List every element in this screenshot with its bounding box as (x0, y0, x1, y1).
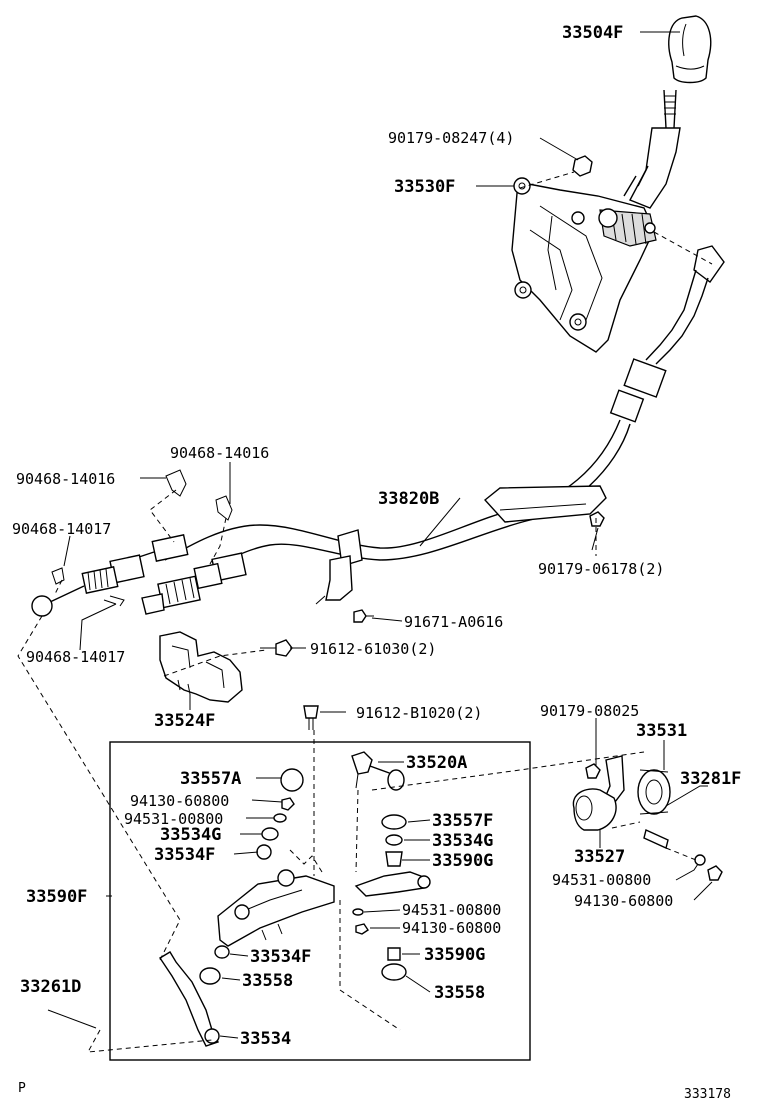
label-94531-00800-right: 94531-00800 (552, 871, 651, 889)
label-33504F: 33504F (562, 23, 623, 43)
label-90179-06178: 90179-06178(2) (538, 560, 664, 578)
shift-lever-sub-parts-drawing (572, 755, 723, 881)
shift-knob-drawing (668, 15, 712, 84)
label-33558-right: 33558 (434, 983, 485, 1003)
bracket-nut-drawing (572, 155, 593, 177)
label-91612-61030: 91612-61030(2) (310, 640, 436, 658)
label-90179-08025: 90179-08025 (540, 702, 639, 720)
label-33590G-lower: 33590G (424, 945, 485, 965)
label-33527: 33527 (574, 847, 625, 867)
leader-lines (47, 31, 713, 1039)
label-33531: 33531 (636, 721, 687, 741)
label-33590G-upper: 33590G (432, 851, 493, 871)
label-33534F-lower: 33534F (250, 947, 311, 967)
label-94130-60800-right: 94130-60800 (574, 892, 673, 910)
cable-end-left-drawing (31, 534, 189, 617)
reference-dashed-lines (17, 171, 713, 1053)
label-90468-14016-left: 90468-14016 (16, 470, 115, 488)
label-33534F-upper: 33534F (154, 845, 215, 865)
cable-end-right-drawing (141, 552, 247, 615)
label-94130-60800-inner: 94130-60800 (402, 919, 501, 937)
label-33281F: 33281F (680, 769, 741, 789)
corner-mark: P (18, 1081, 26, 1096)
label-90468-14017-upper: 90468-14017 (12, 520, 111, 538)
label-33590F: 33590F (26, 887, 87, 907)
label-33820B: 33820B (378, 489, 439, 509)
label-33558-left: 33558 (242, 971, 293, 991)
label-33530F: 33530F (394, 177, 455, 197)
selector-base-drawing (217, 869, 335, 947)
label-33261D: 33261D (20, 977, 81, 997)
label-33520A: 33520A (406, 753, 467, 773)
assembly-box-outline (109, 741, 531, 1061)
label-33524F: 33524F (154, 711, 215, 731)
label-33534G-left: 33534G (160, 825, 221, 845)
footer: P 333178 (18, 1081, 731, 1102)
label-90179-08247: 90179-08247(4) (388, 129, 514, 147)
label-33557A: 33557A (180, 769, 241, 789)
label-91612-B1020: 91612-B1020(2) (356, 704, 482, 722)
small-bolts-drawing (260, 511, 605, 730)
part-labels: 33504F 90179-08247(4) 33530F 90468-14016… (12, 23, 741, 1049)
label-90468-14017-lower: 90468-14017 (26, 648, 125, 666)
transmission-control-cable-drawing (164, 245, 725, 605)
label-33557F: 33557F (432, 811, 493, 831)
left-box-small-parts-drawing (159, 768, 304, 1047)
label-94130-60800-box: 94130-60800 (130, 792, 229, 810)
figure-number: 333178 (684, 1087, 731, 1102)
label-90468-14016-upper: 90468-14016 (170, 444, 269, 462)
label-91671-A0616: 91671-A0616 (404, 613, 503, 631)
label-33534G-right: 33534G (432, 831, 493, 851)
label-94531-00800-inner: 94531-00800 (402, 901, 501, 919)
cable-bracket-drawing (159, 631, 243, 703)
label-94531-00800-box: 94531-00800 (124, 810, 223, 828)
shift-lever-drawing (623, 89, 681, 209)
label-33534: 33534 (240, 1029, 291, 1049)
right-box-small-parts-drawing (351, 751, 431, 981)
cable-clips-drawing (51, 469, 233, 607)
shift-lever-bracket-drawing (511, 177, 657, 353)
